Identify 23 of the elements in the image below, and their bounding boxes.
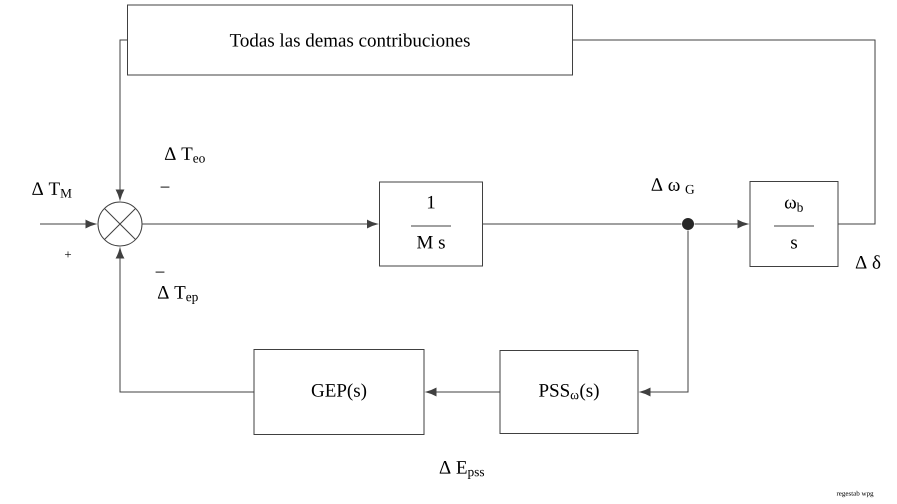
branch-point: [682, 218, 694, 230]
sign-label: +: [64, 251, 72, 258]
arrow: [116, 248, 254, 392]
block-box: GEP(s): [254, 349, 424, 435]
signal-label: Δ T$_{ep}$: [158, 286, 198, 304]
signal-label: Δ δ: [856, 255, 880, 269]
summing-junction: [98, 202, 142, 246]
block-box: 1 M s: [379, 182, 483, 266]
block-box: Todas las demas contribuciones: [127, 4, 573, 76]
sign-label: −: [160, 186, 170, 188]
sign-label: −: [156, 272, 164, 273]
signal-label: Δ T$_{M}$: [32, 182, 72, 198]
block-box: ω$_{b}$ s: [750, 181, 838, 267]
arrow: [640, 230, 688, 396]
block-box: PSS$_{ω}$(s): [500, 350, 638, 434]
arrow: [142, 220, 378, 228]
arrow: [116, 40, 128, 200]
arrow: [426, 388, 500, 396]
signal-label: Δ E$_{pss}$: [440, 461, 484, 479]
arrow: [40, 220, 96, 228]
signal-label: Δ T$_{eo}$: [164, 147, 205, 163]
signal-label: Δ ω $_{G}$: [652, 178, 694, 194]
arrow: [694, 220, 748, 228]
